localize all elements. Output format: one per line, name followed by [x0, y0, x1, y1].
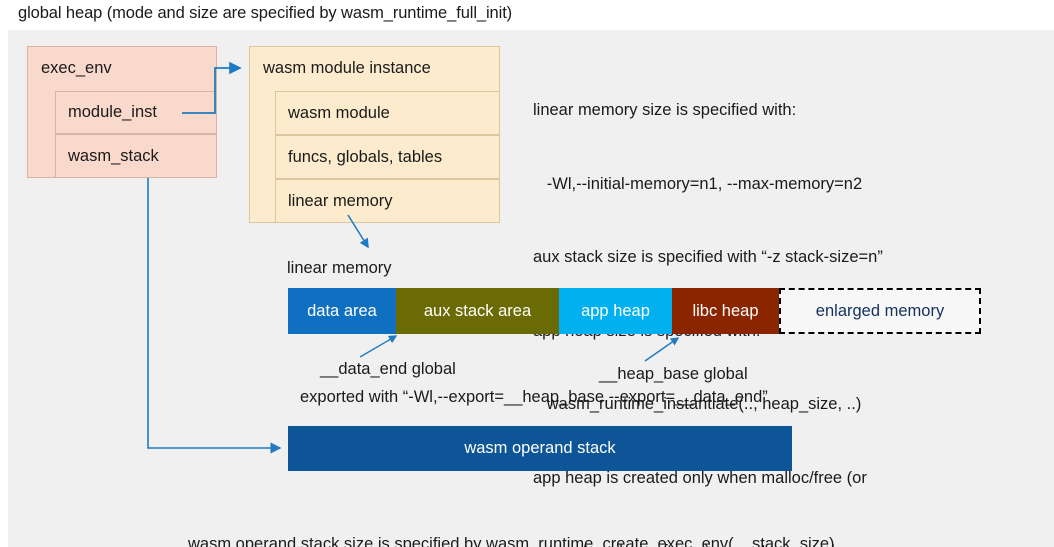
- annotation-exported-with: exported with “-Wl,--export=__heap_base,…: [300, 388, 768, 406]
- exec-env-header: exec_env: [41, 59, 112, 77]
- stack-note-line-1: wasm operand stack size is specified by …: [188, 535, 835, 547]
- linear-memory-strip: data area aux stack area app heap libc h…: [288, 288, 981, 334]
- memory-note-line-1: linear memory size is specified with:: [533, 101, 797, 119]
- annotation-data-end-global: __data_end global: [320, 360, 456, 378]
- memory-note-line-6: app heap is created only when malloc/fre…: [533, 468, 867, 487]
- exec-env-field-module-inst: module_inst: [55, 91, 217, 134]
- memory-note-line-2: -Wl,--initial-memory=n1, --max-memory=n2: [533, 174, 863, 193]
- memory-segment-enlarged-memory: enlarged memory: [779, 288, 981, 334]
- linear-memory-label: linear memory: [287, 259, 392, 277]
- memory-note-line-7: __new/__release for as) are not exported: [533, 539, 883, 547]
- memory-note-line-3: aux stack size is specified with “-z sta…: [533, 248, 883, 266]
- stack-notes-text: wasm operand stack size is specified by …: [188, 483, 835, 547]
- annotation-heap-base-global: __heap_base global: [599, 365, 748, 383]
- memory-segment-data-area: data area: [288, 288, 396, 334]
- wasm-operand-stack-box: wasm operand stack: [288, 426, 792, 471]
- module-instance-field-funcs-globals-tables: funcs, globals, tables: [275, 135, 500, 179]
- module-instance-header: wasm module instance: [263, 59, 431, 77]
- memory-segment-app-heap: app heap: [559, 288, 672, 334]
- memory-note-line-5: wasm_runtime_instantiate(.., heap_size, …: [533, 395, 862, 413]
- module-instance-field-wasm-module: wasm module: [275, 91, 500, 135]
- memory-segment-aux-stack-area: aux stack area: [396, 288, 559, 334]
- memory-segment-libc-heap: libc heap: [672, 288, 779, 334]
- module-instance-field-linear-memory: linear memory: [275, 179, 500, 223]
- diagram-title: global heap (mode and size are specified…: [18, 4, 513, 22]
- exec-env-field-wasm-stack: wasm_stack: [55, 134, 217, 178]
